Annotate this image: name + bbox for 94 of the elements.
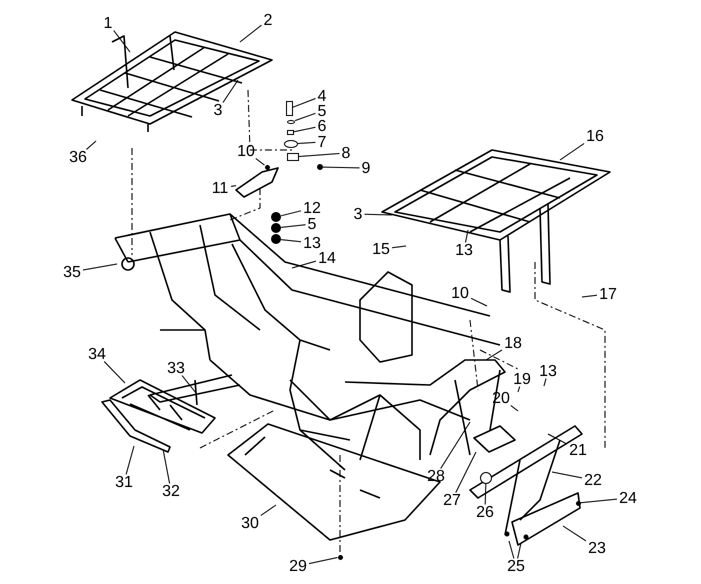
leader-line (113, 30, 130, 52)
leader-line (86, 140, 96, 150)
callout-number: 35 (61, 264, 83, 280)
leader-line (486, 349, 502, 360)
rivet (338, 554, 342, 560)
callout-number: 2 (262, 12, 274, 28)
callout-number: 13 (537, 364, 559, 378)
leader-line (582, 294, 598, 298)
lock-washer (287, 130, 294, 135)
callout-number: 17 (597, 286, 619, 302)
callout-number: 34 (86, 346, 108, 362)
leader-line (292, 260, 316, 268)
callout-number: 16 (584, 128, 606, 144)
leader-line (126, 446, 134, 475)
callout-number: 9 (360, 160, 372, 176)
nut (271, 212, 281, 222)
callout-number: 3 (352, 206, 364, 222)
callout-number: 13 (301, 236, 323, 250)
leader-line (298, 142, 316, 144)
leader-line (280, 224, 306, 228)
callout-number: 4 (316, 88, 328, 104)
leader-line (82, 264, 118, 270)
washer (284, 140, 298, 148)
hardware-block (287, 153, 299, 161)
leader-line (560, 143, 585, 160)
callout-number: 8 (340, 146, 352, 160)
callout-number: 10 (449, 286, 471, 300)
callout-number: 32 (160, 484, 182, 498)
leader-line (294, 112, 316, 122)
callout-number: 11 (209, 180, 231, 196)
callout-number: 27 (441, 492, 463, 508)
callout-number: 30 (239, 516, 261, 530)
leader-line (294, 126, 316, 132)
washer (287, 120, 295, 124)
leader-line (230, 185, 236, 187)
leader-line (510, 405, 518, 412)
leader-line (392, 246, 406, 248)
leader-line (280, 210, 302, 216)
callout-number: 7 (316, 134, 328, 150)
nut (271, 234, 281, 244)
leader-line (517, 542, 522, 559)
leader-line (508, 540, 514, 559)
callout-number: 26 (474, 504, 496, 520)
bushing (480, 472, 492, 484)
callout-number: 31 (113, 474, 135, 490)
callout-number: 3 (212, 102, 224, 118)
mounting-bracket (236, 168, 278, 197)
callout-number: 36 (67, 150, 89, 164)
leader-line (104, 361, 126, 384)
callout-number: 12 (301, 200, 323, 216)
nut (317, 164, 323, 170)
leader-line (308, 557, 338, 564)
leader-line (162, 448, 170, 484)
callout-number: 24 (617, 490, 639, 506)
callout-number: 15 (370, 242, 392, 256)
leader-line (544, 378, 546, 386)
rivet (576, 500, 580, 506)
callout-number: 13 (453, 242, 475, 258)
callout-number: 25 (505, 558, 527, 574)
leader-line (298, 153, 340, 157)
leader-line (518, 386, 520, 392)
leader-line (548, 434, 568, 445)
leader-line (322, 166, 360, 168)
leader-line (562, 526, 586, 542)
callout-number: 29 (287, 558, 309, 574)
callout-number: 14 (316, 250, 338, 266)
callout-number: 23 (586, 540, 608, 556)
callout-number: 5 (316, 104, 328, 118)
washer (271, 223, 281, 233)
callout-number: 18 (502, 336, 524, 350)
leader-line (222, 80, 238, 103)
leader-line (255, 158, 265, 166)
leader-line (364, 214, 392, 216)
callout-number: 22 (582, 472, 604, 488)
bolt (286, 101, 293, 116)
callout-number: 21 (567, 442, 589, 458)
leader-line (455, 452, 476, 493)
callout-number: 5 (306, 216, 318, 232)
callout-number: 6 (316, 118, 328, 134)
callout-number: 19 (511, 372, 533, 386)
callout-number: 28 (425, 468, 447, 484)
callout-number: 10 (235, 144, 257, 158)
leader-line (260, 504, 276, 516)
leader-line (292, 98, 316, 108)
callout-number: 33 (165, 360, 187, 376)
leader-line (465, 230, 468, 243)
leader-line (440, 422, 470, 469)
leader-line (240, 24, 262, 42)
callout-number: 1 (102, 16, 114, 30)
leader-line (470, 298, 488, 306)
leader-line (484, 484, 486, 505)
leader-line (280, 239, 302, 242)
leader-line (182, 375, 196, 394)
leader-line (552, 472, 582, 478)
